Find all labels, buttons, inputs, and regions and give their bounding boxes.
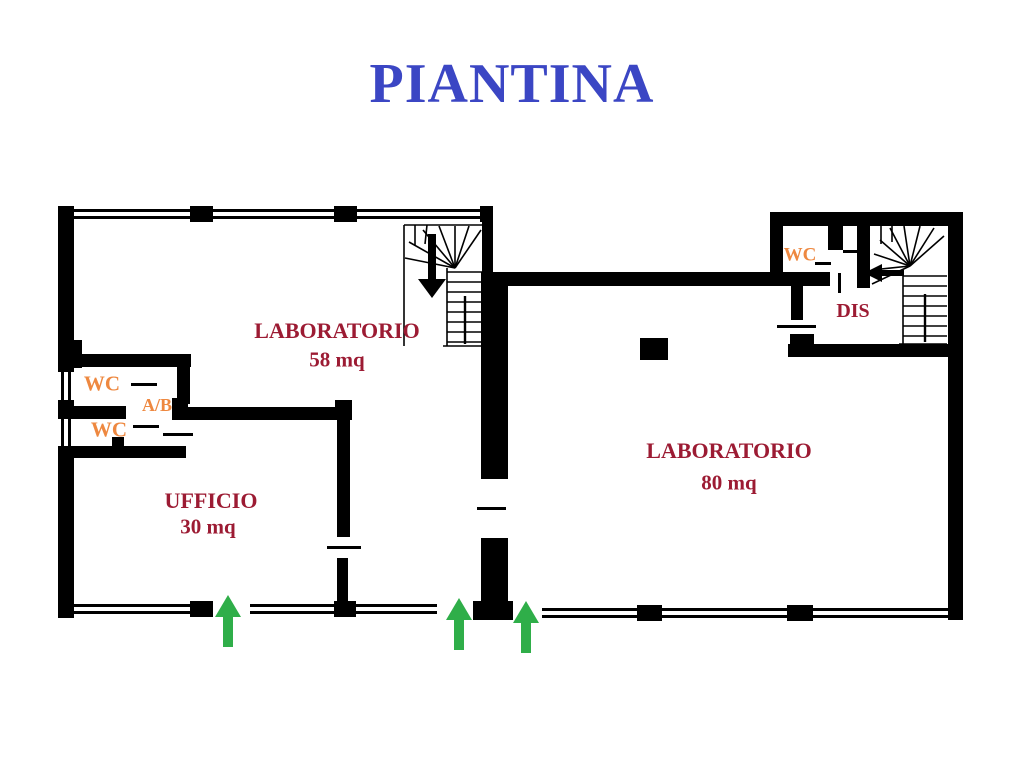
wall [492,272,830,286]
pillar [787,605,813,621]
wall [481,538,508,601]
room-area-laboratorio-80: 80 mq [701,470,757,495]
wall [172,407,352,420]
pillar [190,601,213,617]
room-label-ufficio: UFFICIO [164,488,258,513]
door-dash [838,273,841,293]
door-dash [133,425,159,428]
wall [828,222,843,250]
door-dash [777,325,816,328]
window [357,206,480,222]
wall [770,212,783,286]
wall [788,344,948,357]
wall [58,406,126,419]
pillar [640,338,668,360]
entrance-arrow-icon [513,601,539,653]
window [58,418,74,446]
window [662,605,787,621]
room-label-laboratorio-58: LABORATORIO [254,318,420,343]
wall [64,354,191,367]
window [356,601,437,617]
room-label-laboratorio-80: LABORATORIO [646,438,812,463]
window [813,605,948,621]
wall [337,420,350,537]
pillar [335,400,352,420]
wall [948,212,963,620]
room-label-wc-right: WC [783,244,817,266]
room-area-laboratorio-58: 58 mq [309,347,365,372]
window [542,605,637,621]
room-label-antibagno: A/B [141,395,173,415]
wall [481,272,508,479]
door-jamb [112,437,124,446]
door-dash [163,433,193,436]
pillar [334,601,356,617]
entrance-arrow-icon [215,595,241,647]
wall [64,446,186,458]
wall [770,212,963,226]
page-title: PIANTINA [369,53,655,115]
wall [482,206,493,272]
room-label-wc-top: WC [83,371,121,396]
stairs-icon [857,226,947,345]
window [74,601,190,617]
wall [791,286,803,320]
window [74,206,190,222]
window [250,601,334,617]
stairs-icon [403,224,483,347]
door-dash [815,262,831,265]
door-dash [843,250,858,253]
room-area-ufficio: 30 mq [180,514,236,539]
wall [177,354,190,404]
window [58,372,74,400]
window [213,206,334,222]
entrance-arrow-icon [446,598,472,650]
wall [337,558,348,601]
door-dash [327,546,361,549]
room-label-disimpegno: DIS [836,300,870,322]
room-label-wc-bottom: WC [90,417,128,442]
pillar [637,605,662,621]
door-dash [477,507,506,510]
pillar [473,601,513,620]
door-dash [131,383,157,386]
